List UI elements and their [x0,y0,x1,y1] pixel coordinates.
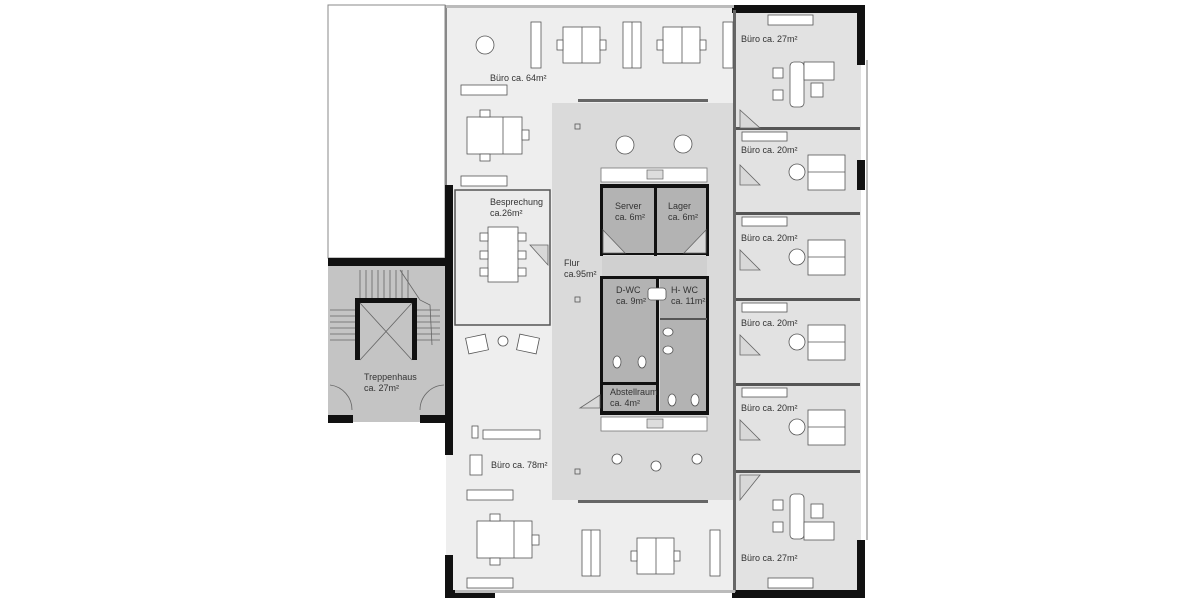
doors [529,109,762,502]
room-label-d-wc: D-WC ca. 9m² [616,285,646,307]
room-area: ca. 6m² [668,212,699,222]
room-area: ca. 4m² [610,398,641,408]
room-label-buero-20-3: Büro ca. 20m² [741,318,798,328]
room-label-buero-20-1: Büro ca. 20m² [741,145,798,155]
room-label-buero-27-bottom: Büro ca. 27m² [741,553,798,563]
room-name: Besprechung [490,197,544,207]
room-name: Treppenhaus [364,372,417,382]
room-name: H- WC [671,285,698,295]
room-name: Lager [668,201,692,211]
room-name: Server [615,201,642,211]
room-label-lager: Lager ca. 6m² [668,201,698,223]
room-area: ca. 6m² [615,212,646,222]
room-label-server: Server ca. 6m² [615,201,645,223]
walls [328,5,868,598]
room-name: Abstellraum [610,387,658,397]
room-label-buero-78: Büro ca. 78m² [491,460,548,470]
room-area: ca. 27m² [364,383,400,393]
room-label-buero-20-2: Büro ca. 20m² [741,233,798,243]
room-label-buero-27-top: Büro ca. 27m² [741,34,798,44]
room-label-abstellraum: Abstellraum ca. 4m² [610,387,658,409]
room-label-buero-64: Büro ca. 64m² [490,73,547,83]
room-name: D-WC [616,285,641,295]
room-label-besprechung: Besprechung ca.26m² [490,197,543,219]
room-label-treppenhaus: Treppenhaus ca. 27m² [364,372,417,394]
furniture [460,14,846,589]
room-area: ca.26m² [490,208,523,218]
room-label-h-wc: H- WC ca. 11m² [671,285,705,307]
room-area: ca. 9m² [616,296,647,306]
room-label-flur: Flur ca.95m² [564,258,597,280]
room-area: ca. 11m² [671,296,706,306]
room-label-buero-20-4: Büro ca. 20m² [741,403,798,413]
room-area: ca.95m² [564,269,597,279]
staircase [329,269,445,411]
room-name: Flur [564,258,580,268]
